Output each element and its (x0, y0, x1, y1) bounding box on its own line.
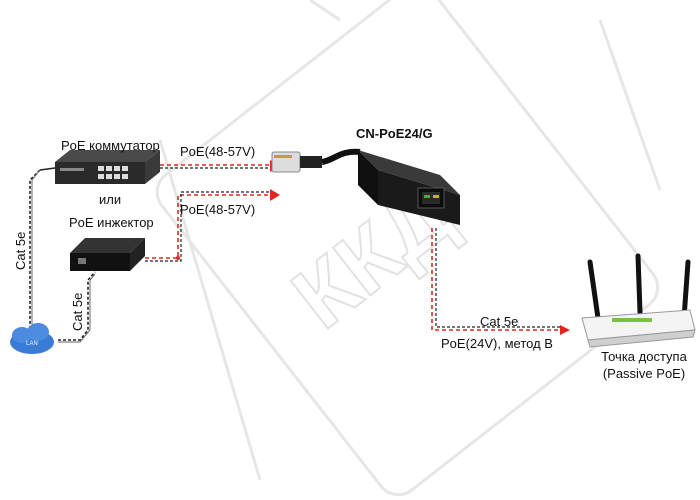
lan-cloud-icon (10, 323, 54, 354)
poe-line-output (431, 228, 560, 331)
injector-label: PoE инжектор (69, 215, 154, 230)
poe-out-label: PoE(24V), метод B (441, 336, 553, 351)
junction-dot (176, 256, 180, 260)
poe-switch (55, 150, 160, 184)
poe-splitter (358, 150, 460, 225)
rj45-plug (271, 148, 361, 173)
switch-label: PoE коммутатор (61, 138, 160, 153)
watermark (155, 0, 662, 497)
poe-injector (70, 238, 145, 271)
poe-in-label-2: PoE(48-57V) (180, 202, 256, 217)
ap-label-1: Точка доступа (601, 349, 687, 364)
cable-left-label: Cat 5e (13, 231, 28, 270)
cable-to-switch (39, 167, 56, 171)
access-point (581, 253, 696, 348)
ap-label-2: (Passive PoE) (602, 366, 686, 381)
cable-out-label: Cat 5e (480, 314, 519, 329)
lan-label: LAN (26, 341, 38, 347)
or-label: или (99, 192, 122, 207)
poe-in-label-1: PoE(48-57V) (180, 144, 256, 159)
device-title: CN-PoE24/G (356, 126, 433, 141)
cable-bottom-label: Cat 5e (70, 292, 85, 331)
poe-line-injector (145, 194, 270, 259)
